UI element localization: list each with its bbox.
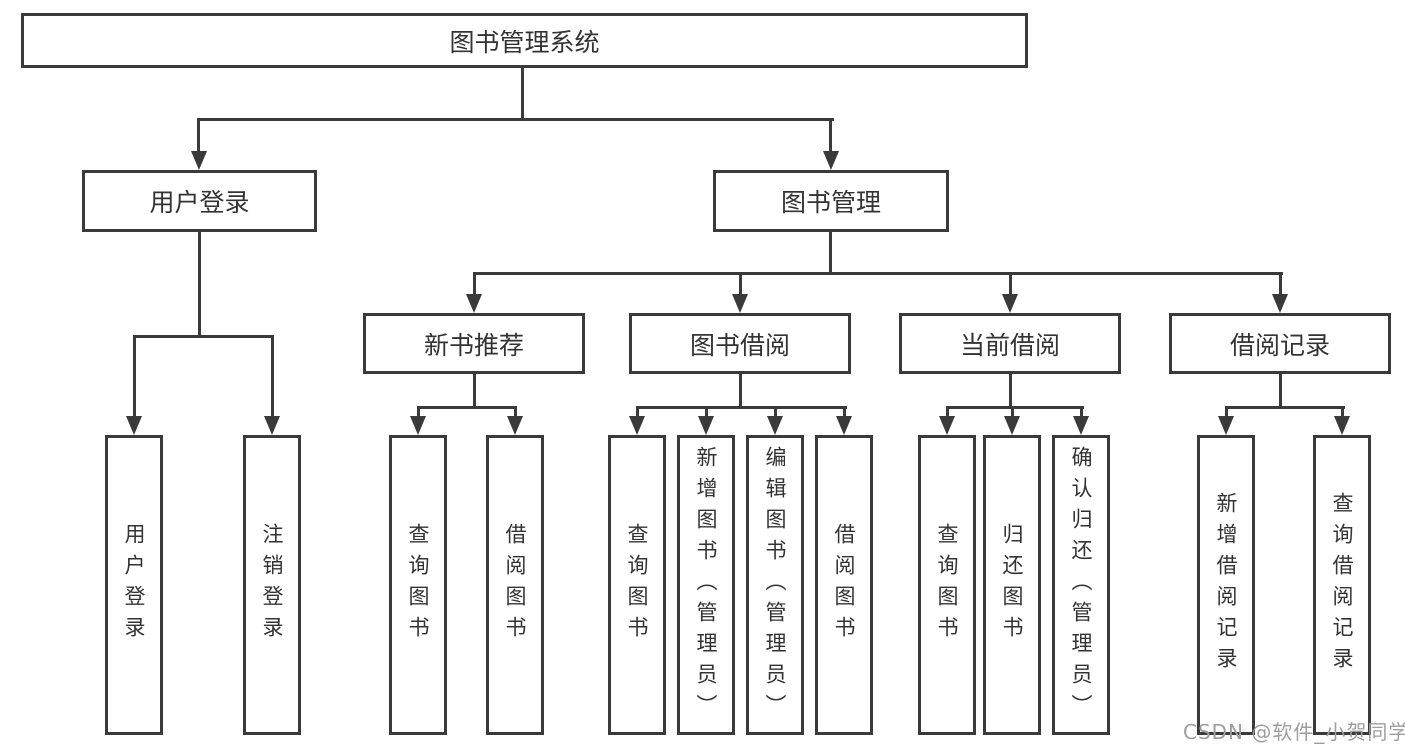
connector-line — [739, 272, 742, 296]
node-book-borrowing: 图书借阅 — [629, 313, 851, 374]
connector-line — [514, 406, 517, 418]
connector-line — [133, 335, 136, 418]
node-new-book-recommend: 新书推荐 — [363, 313, 585, 374]
leaf-logout: 注销登录 — [243, 435, 301, 735]
arrow-down-icon — [823, 151, 839, 170]
leaf-borrow-query-books: 查询图书 — [608, 435, 666, 735]
connector-line — [739, 374, 742, 409]
connector-line — [1279, 272, 1282, 296]
node-current-borrowing: 当前借阅 — [899, 313, 1121, 374]
connector-line — [1009, 272, 1012, 296]
leaf-borrow-edit-books-admin: 编辑图书（管理员） — [746, 435, 804, 735]
arrow-down-icon — [126, 416, 142, 435]
arrow-down-icon — [410, 416, 426, 435]
leaf-borrow-add-books-admin: 新增图书（管理员） — [677, 435, 735, 735]
connector-line — [1279, 374, 1282, 409]
arrow-down-icon — [698, 416, 714, 435]
connector-line — [473, 374, 476, 409]
arrow-down-icon — [1334, 416, 1350, 435]
csdn-watermark: CSDN @软件_小贺同学 — [1183, 720, 1405, 744]
arrow-down-icon — [1272, 294, 1288, 313]
arrow-down-icon — [629, 416, 645, 435]
arrow-down-icon — [836, 416, 852, 435]
leaf-records-add-record: 新增借阅记录 — [1197, 435, 1255, 735]
connector-line — [521, 68, 524, 120]
arrow-down-icon — [466, 294, 482, 313]
connector-line — [1225, 406, 1345, 409]
leaf-user-login: 用户登录 — [105, 435, 163, 735]
arrow-down-icon — [732, 294, 748, 313]
arrow-down-icon — [767, 416, 783, 435]
connector-line — [1341, 406, 1344, 418]
leaf-borrow-borrow-books: 借阅图书 — [815, 435, 873, 735]
connector-line — [417, 406, 517, 409]
leaf-recommend-query-books: 查询图书 — [389, 435, 447, 735]
connector-line — [133, 335, 274, 338]
connector-line — [1009, 374, 1012, 409]
connector-line — [271, 335, 274, 418]
arrow-down-icon — [191, 151, 207, 170]
arrow-down-icon — [939, 416, 955, 435]
connector-line — [829, 118, 832, 153]
connector-line — [473, 272, 1283, 275]
connector-line — [1011, 406, 1014, 418]
connector-line — [198, 232, 201, 338]
leaf-current-confirm-return-admin: 确认归还（管理员） — [1052, 435, 1110, 735]
connector-line — [636, 406, 639, 418]
node-user-login: 用户登录 — [82, 170, 317, 232]
arrow-down-icon — [1073, 416, 1089, 435]
arrow-down-icon — [1218, 416, 1234, 435]
leaf-recommend-borrow-books: 借阅图书 — [486, 435, 544, 735]
arrow-down-icon — [507, 416, 523, 435]
connector-line — [843, 406, 846, 418]
connector-line — [705, 406, 708, 418]
connector-line — [946, 406, 1084, 409]
connector-line — [1080, 406, 1083, 418]
connector-line — [197, 118, 834, 121]
arrow-down-icon — [264, 416, 280, 435]
connector-line — [946, 406, 949, 418]
node-library-management-system: 图书管理系统 — [21, 13, 1028, 68]
connector-line — [197, 118, 200, 153]
arrow-down-icon — [1002, 294, 1018, 313]
leaf-current-return-books: 归还图书 — [983, 435, 1041, 735]
arrow-down-icon — [1004, 416, 1020, 435]
connector-line — [1225, 406, 1228, 418]
leaf-current-query-books: 查询图书 — [918, 435, 976, 735]
connector-line — [417, 406, 420, 418]
leaf-records-query-record: 查询借阅记录 — [1313, 435, 1371, 735]
connector-line — [829, 232, 832, 275]
connector-line — [636, 406, 847, 409]
node-borrowing-records: 借阅记录 — [1169, 313, 1391, 374]
connector-line — [774, 406, 777, 418]
connector-line — [473, 272, 476, 296]
node-book-management: 图书管理 — [713, 170, 949, 232]
